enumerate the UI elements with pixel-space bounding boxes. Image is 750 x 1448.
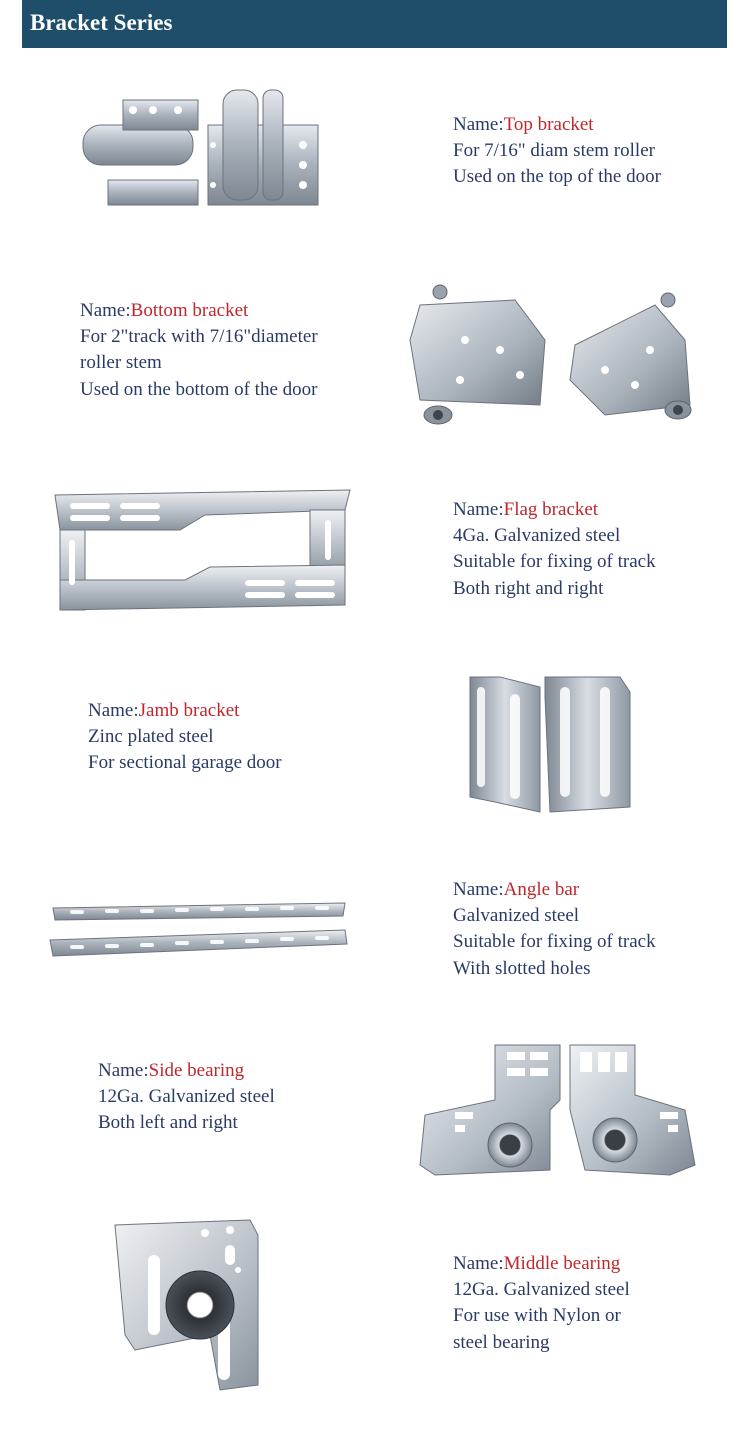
description-line: Suitable for fixing of track [453, 931, 656, 953]
section-header: Bracket Series [22, 0, 727, 48]
description-line: 4Ga. Galvanized steel [453, 525, 621, 547]
flag-bracket-description: Name:Flag bracket 4Ga. Galvanized steel … [453, 497, 656, 602]
description-line: Used on the bottom of the door [80, 378, 318, 400]
product-name: Bottom bracket [130, 300, 249, 321]
flag-bracket-image [45, 485, 365, 615]
product-name: Top bracket [503, 114, 594, 135]
product-name: Jamb bracket [138, 700, 240, 721]
bottom-bracket-description: Name:Bottom bracket For 2"track with 7/1… [80, 298, 318, 403]
description-line: For 2"track with 7/16"diameter [80, 326, 318, 348]
description-line: With slotted holes [453, 957, 591, 979]
product-name: Middle bearing [503, 1253, 621, 1274]
product-name: Side bearing [148, 1060, 245, 1081]
side-bearing-description: Name:Side bearing 12Ga. Galvanized steel… [98, 1058, 275, 1137]
description-line: 12Ga. Galvanized steel [453, 1279, 630, 1301]
description-line: For 7/16" diam stem roller [453, 140, 655, 162]
top-bracket-image [78, 85, 328, 215]
description-line: For sectional garage door [88, 752, 282, 774]
name-prefix: Name: [453, 499, 504, 520]
section-title: Bracket Series [30, 10, 173, 35]
description-line: Both left and right [98, 1112, 238, 1134]
description-line: Name:Middle bearing [453, 1251, 630, 1277]
description-line: Name:Top bracket [453, 112, 661, 138]
description-line: Name:Flag bracket [453, 497, 656, 523]
description-line: Name:Angle bar [453, 877, 656, 903]
description-line: Both right and right [453, 577, 604, 599]
jamb-bracket-image [455, 672, 645, 817]
description-line: For use with Nylon or [453, 1305, 621, 1327]
name-prefix: Name: [98, 1060, 149, 1081]
description-line: Suitable for fixing of track [453, 551, 656, 573]
description-line: Name:Side bearing [98, 1058, 275, 1084]
description-line: Used on the top of the door [453, 166, 661, 188]
product-name: Flag bracket [503, 499, 599, 520]
description-line: roller stem [80, 352, 162, 374]
name-prefix: Name: [453, 1253, 504, 1274]
angle-bar-description: Name:Angle bar Galvanized steel Suitable… [453, 877, 656, 982]
jamb-bracket-description: Name:Jamb bracket Zinc plated steel For … [88, 698, 282, 777]
name-prefix: Name: [80, 300, 131, 321]
description-line: steel bearing [453, 1331, 550, 1353]
name-prefix: Name: [88, 700, 139, 721]
description-line: Galvanized steel [453, 905, 580, 927]
description-line: Name:Bottom bracket [80, 298, 318, 324]
bottom-bracket-image [400, 280, 700, 430]
name-prefix: Name: [453, 114, 504, 135]
description-line: Name:Jamb bracket [88, 698, 282, 724]
middle-bearing-image [110, 1215, 275, 1395]
description-line: 12Ga. Galvanized steel [98, 1086, 275, 1108]
side-bearing-image [410, 1040, 705, 1180]
angle-bar-image [45, 898, 355, 963]
description-line: Zinc plated steel [88, 726, 214, 748]
product-name: Angle bar [503, 879, 580, 900]
top-bracket-description: Name:Top bracket For 7/16" diam stem rol… [453, 112, 661, 191]
middle-bearing-description: Name:Middle bearing 12Ga. Galvanized ste… [453, 1251, 630, 1356]
name-prefix: Name: [453, 879, 504, 900]
